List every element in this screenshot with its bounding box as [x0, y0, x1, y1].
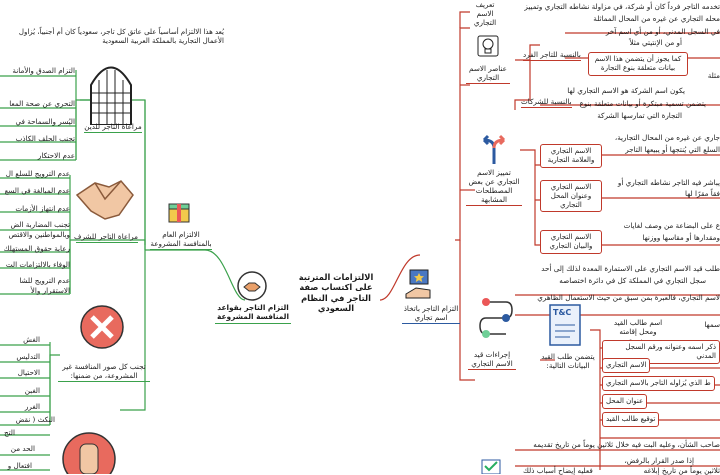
- unfair-item: الغبن: [24, 386, 40, 395]
- field-trade-name: الاسم التجاري: [602, 358, 651, 373]
- definition-text: تخدمه التاجر فرداً كان أو شركة، في مزاول…: [524, 2, 720, 11]
- individual-item: أو من الإنتيتي مثلاً: [629, 38, 682, 47]
- religion-item: عدم الاحتكار: [37, 151, 75, 160]
- left-branch-label: التزام التاجر بقواعد المنافسة المشروعة: [215, 303, 291, 324]
- checklist-icon: [480, 458, 504, 474]
- general-competition-label: الالتزام العام بالمنافسة المشروعة: [150, 230, 212, 250]
- registration-text: لاسم التجاري، فالعبرة بمن سبق من حيث الا…: [537, 293, 720, 302]
- individual-note-box: كما يجوز أن يتضمن هذا الاسم بيانات متعلق…: [588, 52, 688, 76]
- center-title: الالتزامات المترتبة على اكتساب صفة التاج…: [298, 272, 374, 314]
- distinguish-box-address: الاسم التجاري وعنوان المحل التجاري: [540, 180, 602, 213]
- stop-hand-icon: [60, 430, 118, 474]
- religion-label: مراعاة التاجر للدين: [84, 122, 142, 133]
- left-intro: يُعد هذا الالتزام أساسياً على عاتق كل تا…: [18, 28, 224, 45]
- field-activity: ط الذي يُزاوله التاجر بالاسم التجاري: [602, 376, 715, 391]
- name-edge-label: سمها: [704, 320, 720, 329]
- bottom-item: الحد من: [10, 444, 35, 453]
- honor-item: عدم الترويج للسلع ال: [5, 169, 70, 178]
- honor-item: تجنب المضاربة الض: [10, 220, 70, 229]
- distinguish-text: ومقدارها أو مقاسها ووزنها: [642, 233, 720, 242]
- religion-item: التحري عن صحة المعا: [9, 99, 75, 108]
- distinguish-box-statement: الاسم التجاري والبيان التجاري: [540, 230, 602, 254]
- decision-text: صاحب الشأن، وعليه البت فيه خلال ثلاثين ي…: [533, 440, 720, 449]
- field-shop-address: عنوان المحل: [602, 394, 648, 409]
- distinguish-box-trademark: الاسم التجاري والعلامة التجارية: [540, 144, 602, 168]
- distinguish-text: جاري عن غيره من المحال التجارية،: [614, 133, 720, 142]
- companies-item: التجارة التي تمارسها الشركة: [597, 111, 682, 120]
- honor-item: وبالمواطنين والاقتص: [8, 230, 70, 239]
- unfair-item: النكث ( نقض: [15, 415, 55, 424]
- distinguish-text: فقاً مقرًا لها: [685, 189, 720, 198]
- honor-item: عدم المبالغة في السع: [4, 186, 70, 195]
- distinguish-text: يباشر فيه التاجر نشاطه التجاري أو: [617, 178, 720, 187]
- unfair-item: التدليس: [16, 352, 40, 361]
- companies-item: يتضمن تسمية مبتكرة أو بيانات متعلقة بنوع: [579, 99, 706, 108]
- bulb-gear-icon: [475, 33, 501, 59]
- bottom-item: افتعال و: [7, 461, 32, 470]
- distinguish-label: تمييز الاسم التجاري عن بعض المصطلحات الم…: [466, 168, 522, 206]
- unfair-item: الغش: [23, 335, 40, 344]
- prohibited-hand-icon: [78, 303, 126, 351]
- religion-item: اليُسر والسماحة في: [15, 117, 75, 126]
- definition-label: تعريف الاسم التجاري: [473, 0, 497, 27]
- decision-text: فعليه إيضاح أسباب ذلك: [523, 466, 593, 475]
- right-branch-label: التزام التاجر باتخاذ اسم تجاري: [402, 304, 460, 324]
- terms-document-icon: [548, 303, 582, 347]
- field-civil-record: ذكر اسمه وعنوانه ورقم السجل المدني: [602, 340, 720, 364]
- religion-item: تجنب الحلف الكاذب: [15, 134, 75, 143]
- honor-item: الاستقرار والأ: [30, 286, 70, 295]
- unfair-item: الاحتيال: [17, 368, 40, 377]
- mosque-window-icon: [88, 55, 134, 125]
- individual-item: في السجل المدني، أو من أي اسم آخر: [605, 27, 720, 36]
- individual-trader-label: بالنسبة للتاجر الفرد: [523, 50, 581, 61]
- elements-label: عناصر الاسم التجاري: [466, 64, 510, 84]
- individual-note-line: كما يجوز أن يتضمن هذا الاسم: [594, 55, 682, 63]
- handshake-badge-icon: [236, 270, 268, 302]
- elements-edge-text: مثلة: [707, 71, 720, 80]
- individual-note-line: بيانات متعلقة بنوع التجارة: [600, 63, 676, 72]
- split-arrows-icon: [478, 134, 510, 164]
- honor-item: الوفاء بالالتزامات الت: [5, 260, 70, 269]
- honor-item: عدم انتهاز الأزمات: [15, 204, 70, 213]
- honor-item: رعاية حقوق المستهلك: [3, 244, 70, 253]
- companies-item: يكون اسم الشركة هو الاسم التجاري لها: [567, 86, 685, 95]
- handshake-icon: [75, 175, 135, 223]
- distinguish-text: ع على البضاعة من وصف لغايات: [623, 221, 720, 230]
- process-flow-icon: [478, 296, 514, 342]
- request-label: يتضمن طلب القيد البيانات التالية:: [541, 352, 595, 370]
- terms-badge: T&C: [553, 308, 572, 317]
- decision-text: ثلاثين يوماً من تاريخ إبلاغه: [643, 466, 720, 475]
- registration-label: إجراءات قيد الاسم التجاري: [468, 350, 516, 370]
- distinguish-text: السلع التي يُنتجها أو يبيعها التاجر: [625, 145, 720, 154]
- unfair-competition-label: تجنب كل صور المنافسة غير المشروعة، من ضم…: [58, 362, 150, 382]
- registration-text: طلب قيد الاسم التجاري على الاستمارة المع…: [541, 264, 720, 273]
- companies-label: بالنسبة للشركات: [521, 97, 572, 108]
- decision-text: إذا صدر القرار بالرفض،: [624, 456, 694, 465]
- gift-box-icon: [165, 198, 193, 226]
- field-signature: توقيع طالب القيد: [602, 412, 660, 427]
- registration-text: سجل التجاري في المملكة كل في دائرة اختصا…: [559, 276, 706, 285]
- definition-text: محله التجاري عن غيره من المحال المماثلة: [593, 14, 720, 23]
- bottom-item: التح: [4, 428, 15, 437]
- unfair-item: الغرر: [24, 402, 40, 411]
- religion-item: التزام الصدق والأمانة: [12, 66, 75, 75]
- honor-item: عدم الترويج للشا: [19, 276, 70, 285]
- hand-star-icon: [404, 268, 434, 300]
- honor-label: مراعاة التاجر للشرف: [74, 232, 138, 243]
